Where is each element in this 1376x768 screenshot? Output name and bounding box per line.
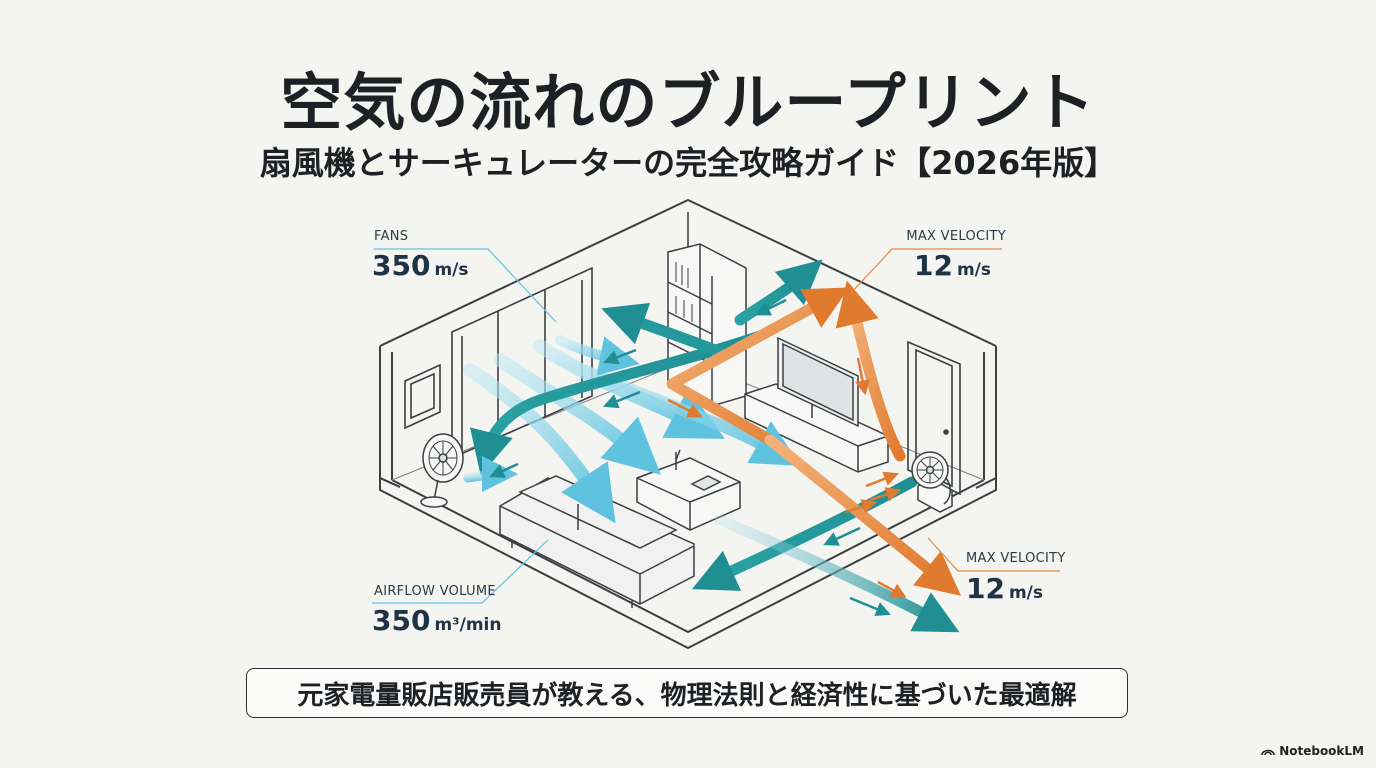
- callout-airflow-volume-label: AIRFLOW VOLUME: [374, 584, 496, 599]
- callout-airflow-volume-unit: m³/min: [434, 615, 502, 635]
- teal-airflow: [463, 259, 960, 633]
- callout-fans-unit: m/s: [434, 260, 469, 280]
- cool-airflow: [463, 335, 801, 524]
- fan-icon: [420, 433, 464, 508]
- circulator-icon: [911, 451, 953, 513]
- callout-max-velocity-top-unit: m/s: [956, 260, 992, 280]
- notebooklm-logo-icon: [1261, 749, 1275, 756]
- small-direction-arrows: [489, 298, 907, 617]
- callout-max-velocity-bottom-number: 12: [966, 572, 1005, 605]
- brand-mark: NotebookLM: [1261, 744, 1364, 758]
- callout-max-velocity-top-label: MAX VELOCITY: [906, 229, 1006, 244]
- callout-max-velocity-top-number: 12: [914, 249, 953, 282]
- summary-banner: 元家電量販店販売員が教える、物理法則と経済性に基づいた最適解: [246, 668, 1128, 718]
- wall-picture: [404, 363, 441, 430]
- page-title: 空気の流れのブループリント: [280, 66, 1096, 139]
- tv-and-stand: [744, 336, 889, 473]
- callout-airflow-volume-number: 350: [372, 604, 431, 637]
- brand-name: NotebookLM: [1279, 744, 1364, 758]
- callout-max-velocity-bottom-label: MAX VELOCITY: [966, 551, 1066, 566]
- callout-fans-label: FANS: [374, 229, 409, 244]
- coffee-table: [636, 449, 741, 531]
- door: [907, 340, 961, 496]
- callout-leaders: [372, 248, 1060, 604]
- callout-fans-number: 350: [372, 249, 431, 282]
- callout-max-velocity-bottom-unit: m/s: [1008, 583, 1044, 603]
- warm-airflow: [666, 280, 962, 596]
- page-subtitle: 扇風機とサーキュレーターの完全攻略ガイド【2026年版】: [259, 144, 1117, 182]
